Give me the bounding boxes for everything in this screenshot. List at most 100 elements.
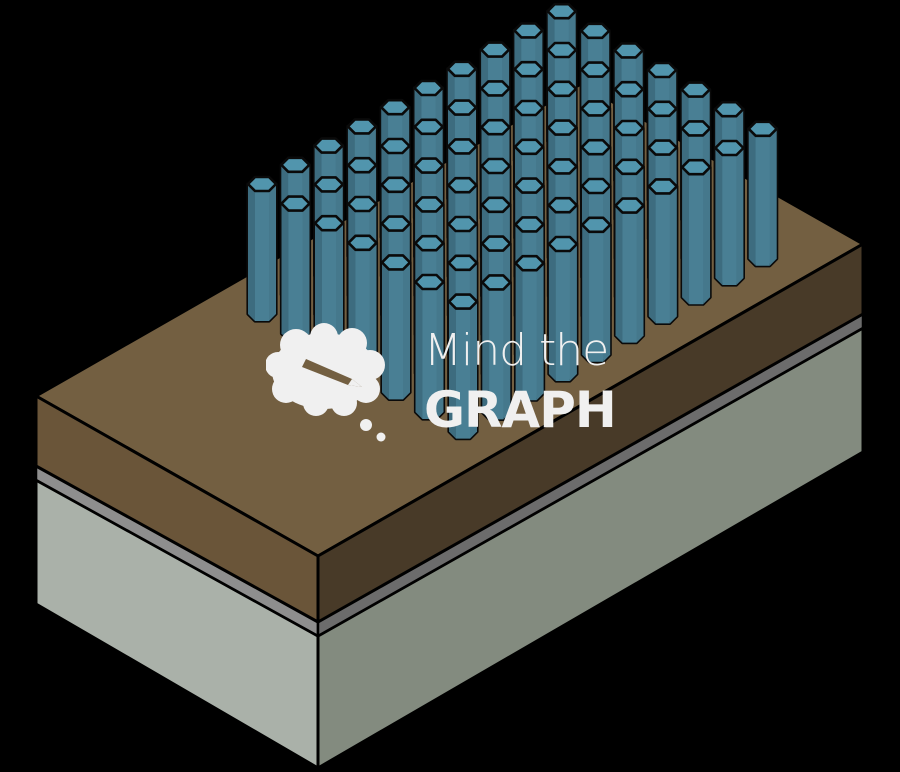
pillar-right-face	[736, 148, 744, 285]
pillar-left-face	[582, 224, 590, 362]
pillar-top-face	[347, 234, 378, 252]
pillar-left-face	[682, 167, 690, 305]
pillar-top-face	[447, 293, 479, 310]
pillar-left-face	[615, 205, 623, 343]
brain-pencil-icon	[266, 323, 386, 442]
pillar	[513, 254, 546, 402]
pillar-top-face	[446, 99, 478, 116]
pillar-left-face	[281, 203, 289, 341]
pillar-right-face	[336, 223, 343, 361]
pillar-top-face	[513, 22, 544, 39]
pillar	[380, 254, 412, 401]
pillar-top-face	[413, 196, 445, 213]
mind-the-graph-watermark: Mind the GRAPH	[266, 323, 646, 448]
watermark-line-2: GRAPH	[424, 381, 617, 439]
pillar-top-face	[380, 254, 412, 271]
pillar	[613, 197, 646, 345]
pillar-top-face	[447, 176, 478, 194]
pillar	[547, 235, 579, 383]
pillar-top-face	[413, 118, 445, 136]
pillar-left-face	[449, 301, 456, 439]
pillar-top-face	[346, 118, 378, 135]
pillar-top-face	[613, 158, 645, 176]
pillar-top-face	[580, 177, 612, 195]
pillar-top-face	[680, 158, 712, 176]
pillar-right-face	[436, 282, 444, 419]
pillar-top-face	[546, 119, 578, 136]
pillar-top-face	[680, 81, 712, 98]
pillar-right-face	[536, 263, 544, 401]
pillar-top-face	[413, 79, 444, 97]
pillar-top-face	[546, 2, 578, 20]
pillar-top-face	[613, 119, 645, 137]
pillar-top-face	[646, 61, 678, 79]
pillar-left-face	[648, 186, 656, 324]
pillar-top-face	[647, 139, 678, 156]
pillar	[713, 139, 746, 287]
pillar-front-face	[389, 269, 403, 400]
pillar-top-face	[747, 120, 779, 138]
pillar-right-face	[769, 128, 777, 266]
pillar-top-face	[613, 80, 645, 98]
pillar-top-face	[346, 156, 378, 174]
pillar	[580, 216, 612, 364]
pillar-front-face	[489, 289, 504, 420]
pillar-right-face	[703, 167, 711, 305]
pillar-top-face	[447, 215, 478, 233]
pillar-top-face	[513, 99, 545, 117]
pillar-right-face	[403, 262, 410, 400]
pillar-top-face	[546, 41, 578, 59]
pillar-top-face	[379, 98, 411, 116]
pillar-front-face	[522, 270, 537, 401]
pillar-top-face	[480, 235, 512, 252]
pillar-top-face	[380, 215, 412, 232]
pillar-top-face	[514, 216, 545, 233]
pillar-top-face	[547, 235, 579, 253]
pillar-top-face	[479, 41, 511, 58]
pillar-top-face	[480, 274, 512, 291]
pillar-front-face	[288, 210, 303, 341]
pillar-right-face	[269, 184, 276, 321]
pillar-front-face	[555, 251, 570, 381]
pillar-top-face	[413, 157, 445, 174]
pillar-front-face	[655, 193, 670, 324]
pillar-front-face	[422, 289, 437, 419]
pillar-front-face	[622, 212, 637, 343]
pillar-top-face	[614, 197, 645, 214]
pillar	[647, 178, 679, 325]
pillar-top-face	[447, 254, 479, 272]
pillar	[480, 274, 512, 421]
watermark-line-1: Mind the	[424, 325, 609, 376]
pillar-top-face	[480, 157, 512, 175]
pillar-top-face	[446, 138, 478, 155]
pillar	[413, 273, 446, 421]
pillar-left-face	[715, 148, 723, 285]
pillar-right-face	[669, 186, 677, 324]
pillar-front-face	[255, 191, 269, 321]
pillar-right-face	[503, 282, 511, 420]
pillar-top-face	[714, 139, 745, 157]
pillar-front-face	[589, 231, 604, 362]
pillar-top-face	[579, 22, 611, 40]
pillar-top-face	[580, 138, 612, 156]
pillar-left-face	[248, 184, 255, 321]
pillar-top-face	[380, 137, 411, 155]
pillar-top-face	[613, 42, 645, 59]
pillar-left-face	[548, 244, 556, 381]
pillar-top-face	[513, 177, 545, 194]
pillar-left-face	[515, 263, 523, 401]
pillar-top-face	[414, 273, 445, 291]
pillar-front-face	[755, 135, 770, 266]
pillar-right-face	[603, 224, 611, 362]
pillar-top-face	[346, 195, 378, 213]
pillar-front-face	[456, 308, 470, 439]
pillar-top-face	[479, 80, 511, 97]
pillar-top-face	[513, 60, 544, 78]
pillar-top-face	[547, 196, 579, 214]
pillar-right-face	[302, 203, 310, 341]
pillar-top-face	[580, 61, 611, 78]
pillar-top-face	[647, 100, 678, 118]
pillar-front-face	[689, 174, 704, 305]
pillar-top-face	[280, 195, 311, 212]
